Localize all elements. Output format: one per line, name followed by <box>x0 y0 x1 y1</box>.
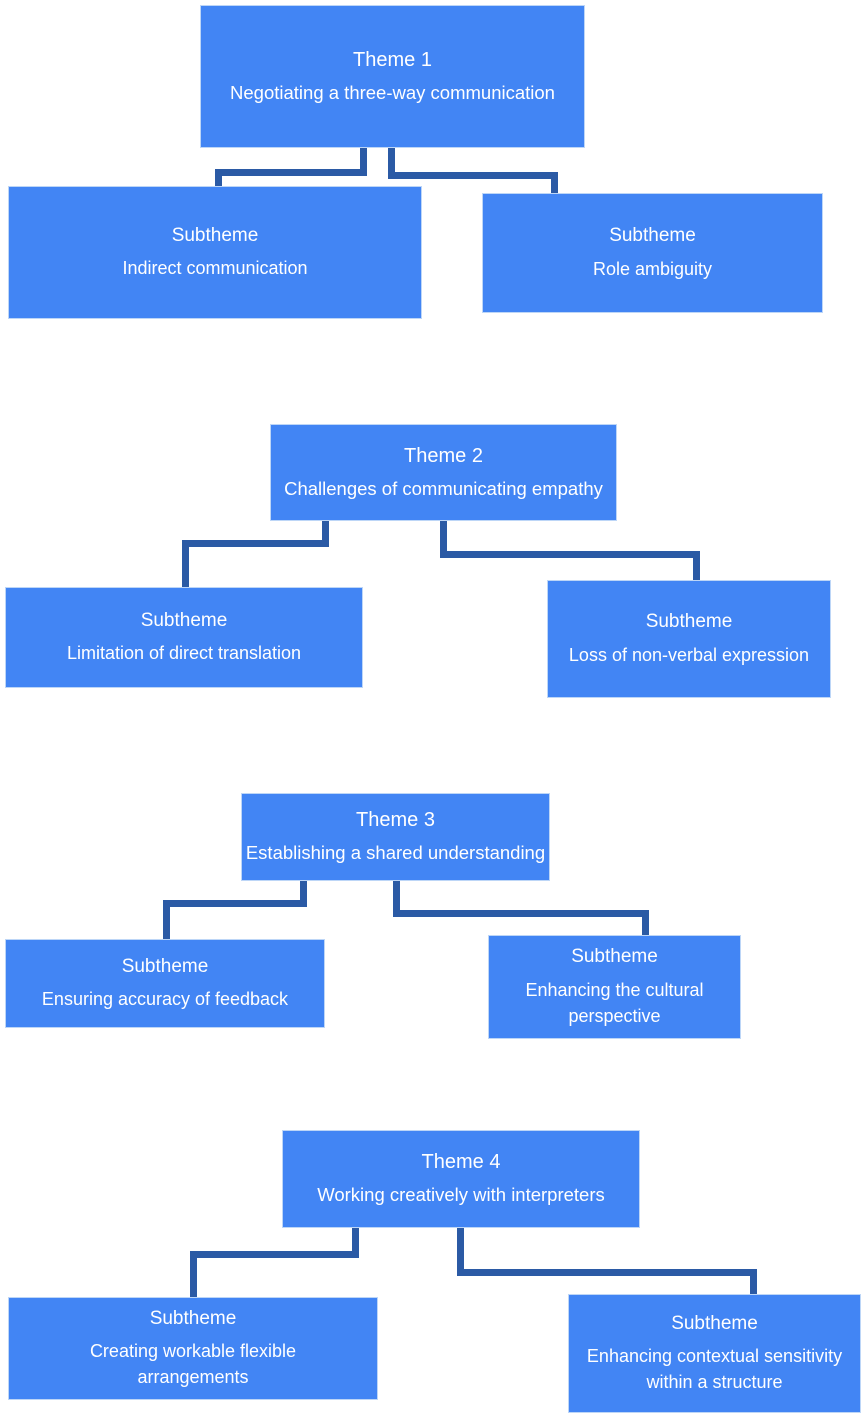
connector-segment <box>190 1251 359 1258</box>
subtheme-description: Loss of non-verbal expression <box>568 644 810 665</box>
connector-segment <box>215 169 367 176</box>
theme-label: Theme 2 <box>404 444 483 467</box>
connector-segment <box>393 881 400 917</box>
subtheme-description: Limitation of direct translation <box>66 643 302 664</box>
subtheme-description: Ensuring accuracy of feedback <box>41 989 289 1010</box>
connector-segment <box>190 1251 197 1297</box>
connector-segment <box>440 551 700 558</box>
subtheme-description: Indirect communication <box>122 258 308 279</box>
subtheme-description: Enhancing the cultural perspective <box>525 979 704 1026</box>
connector-segment <box>182 540 329 547</box>
subtheme-4b-box: Subtheme Enhancing contextual sensitivit… <box>568 1294 861 1413</box>
connector-segment <box>388 172 558 179</box>
connector-segment <box>360 148 367 176</box>
subtheme-label: Subtheme <box>121 955 209 977</box>
subtheme-4a-box: Subtheme Creating workable flexible arra… <box>8 1297 378 1400</box>
connector-segment <box>182 540 189 588</box>
connector-segment <box>215 169 222 187</box>
subtheme-label: Subtheme <box>671 1312 758 1334</box>
subtheme-description: Enhancing contextual sensitivity within … <box>586 1346 843 1393</box>
connector-segment <box>393 910 649 917</box>
theme-description: Challenges of communicating empathy <box>284 477 603 499</box>
theme-description: Negotiating a three-way communication <box>230 81 555 103</box>
theme-description: Establishing a shared understanding <box>245 842 546 864</box>
subtheme-label: Subtheme <box>571 946 658 968</box>
theme-3-box: Theme 3 Establishing a shared understand… <box>241 793 550 881</box>
connector-segment <box>750 1269 757 1294</box>
connector-segment <box>163 900 307 907</box>
theme-label: Theme 3 <box>356 809 435 832</box>
connector-segment <box>693 551 700 581</box>
subtheme-2b-box: Subtheme Loss of non-verbal expression <box>547 580 831 698</box>
connector-segment <box>440 521 447 558</box>
connector-segment <box>352 1228 359 1258</box>
theme-4-box: Theme 4 Working creatively with interpre… <box>282 1130 640 1228</box>
subtheme-3b-box: Subtheme Enhancing the cultural perspect… <box>488 935 741 1039</box>
subtheme-label: Subtheme <box>140 609 228 631</box>
subtheme-label: Subtheme <box>609 225 696 247</box>
connector-segment <box>642 910 649 935</box>
subtheme-description: Creating workable flexible arrangements <box>89 1341 297 1388</box>
theme-label: Theme 4 <box>421 1151 501 1174</box>
subtheme-3a-box: Subtheme Ensuring accuracy of feedback <box>5 939 325 1028</box>
subtheme-description: Role ambiguity <box>592 258 713 279</box>
subtheme-label: Subtheme <box>149 1307 237 1329</box>
theme-label: Theme 1 <box>353 48 432 71</box>
theme-2-box: Theme 2 Challenges of communicating empa… <box>270 424 617 521</box>
theme-1-box: Theme 1 Negotiating a three-way communic… <box>200 5 585 148</box>
subtheme-1a-box: Subtheme Indirect communication <box>8 186 422 319</box>
theme-description: Working creatively with interpreters <box>317 1184 605 1206</box>
subtheme-label: Subtheme <box>645 611 733 633</box>
subtheme-1b-box: Subtheme Role ambiguity <box>482 193 823 313</box>
connector-segment <box>300 881 307 907</box>
connector-segment <box>322 521 329 547</box>
connector-segment <box>163 900 170 939</box>
subtheme-2a-box: Subtheme Limitation of direct translatio… <box>5 587 363 688</box>
connector-segment <box>388 148 395 179</box>
connector-segment <box>551 172 558 194</box>
connector-segment <box>457 1269 757 1276</box>
connector-segment <box>457 1228 464 1276</box>
subtheme-label: Subtheme <box>171 224 259 246</box>
